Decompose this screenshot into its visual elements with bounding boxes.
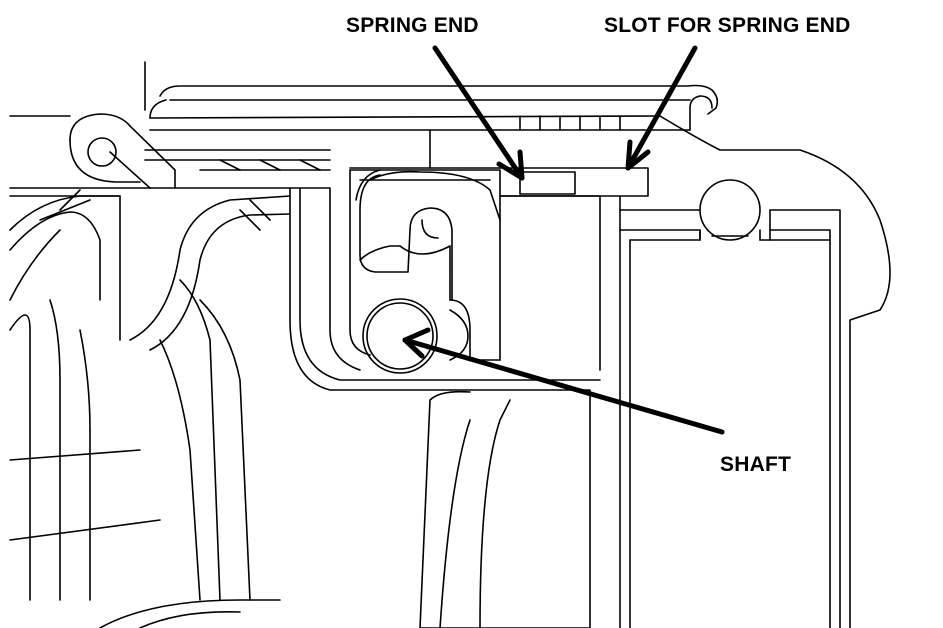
arrow-spring-end: [432, 45, 525, 181]
arrow-shaft: [402, 337, 725, 435]
left-curved-arms: [9, 189, 291, 601]
spring-end-label: SPRING END: [346, 14, 479, 37]
shaft-label: SHAFT: [720, 453, 791, 476]
left-frame: [9, 115, 331, 197]
right-housing: [619, 115, 891, 628]
ball-detent: [699, 179, 761, 241]
bottom-curves: [99, 390, 591, 628]
hinge-eye: [69, 113, 176, 189]
arrow-slot: [625, 45, 698, 171]
spring-loop: [359, 170, 501, 301]
central-clip: [289, 169, 601, 628]
slot-for-spring-end-label: SLOT FOR SPRING END: [604, 14, 851, 37]
arrows: [402, 45, 725, 435]
top-rail: [144, 61, 719, 131]
spring-slot: [349, 129, 649, 628]
